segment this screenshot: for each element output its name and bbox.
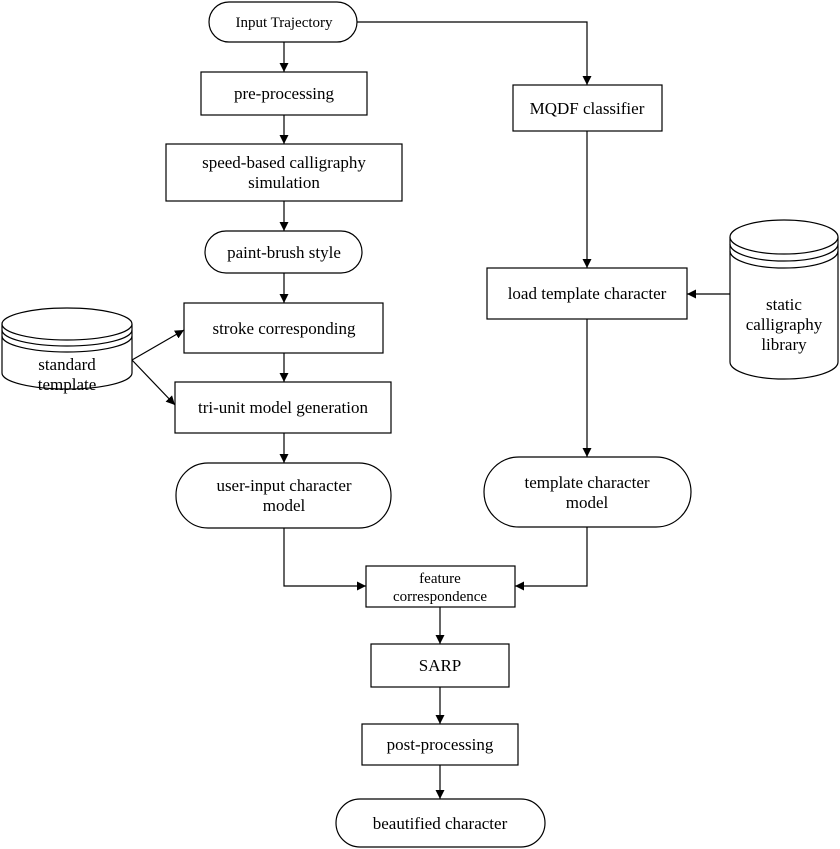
paint-brush-style-label: paint-brush style — [227, 243, 341, 262]
user-input-label-line1: user-input character — [216, 476, 351, 495]
tri-unit-model-label: tri-unit model generation — [198, 398, 368, 417]
node-pre-processing: pre-processing — [200, 71, 368, 116]
post-processing-label: post-processing — [387, 735, 494, 754]
node-input-trajectory: Input Trajectory — [208, 1, 358, 43]
feature-correspondence-label-line2: correspondence — [393, 589, 487, 605]
standard-template-label-line1: standard — [38, 355, 96, 374]
sarp-label: SARP — [419, 656, 462, 675]
node-stroke-corresponding: stroke corresponding — [183, 302, 384, 354]
static-library-label-line1: static — [766, 295, 802, 314]
template-model-label-line1: template character — [524, 473, 649, 492]
node-static-calligraphy-library: static calligraphy library — [729, 219, 839, 380]
node-sarp: SARP — [370, 643, 510, 688]
speed-based-label-line2: simulation — [248, 173, 320, 192]
static-library-label-line2: calligraphy — [746, 315, 823, 334]
feature-correspondence-label-line1: feature — [419, 571, 461, 587]
edges — [131, 21, 730, 799]
node-paint-brush-style: paint-brush style — [204, 230, 363, 274]
node-tri-unit-model-generation: tri-unit model generation — [174, 381, 392, 434]
node-mqdf-classifier: MQDF classifier — [512, 84, 663, 132]
beautified-character-label: beautified character — [373, 814, 508, 833]
node-load-template-character: load template character — [486, 267, 688, 320]
node-speed-based-simulation: speed-based calligraphy simulation — [165, 143, 403, 202]
input-trajectory-label: Input Trajectory — [235, 15, 333, 31]
node-feature-correspondence: feature correspondence — [365, 565, 516, 608]
edge-standard-to-triunit — [131, 359, 176, 406]
user-input-label-line2: model — [263, 496, 306, 515]
template-model-label-line2: model — [566, 493, 609, 512]
node-user-input-character-model: user-input character model — [175, 462, 392, 529]
node-beautified-character: beautified character — [335, 798, 546, 848]
stroke-corresponding-label: stroke corresponding — [212, 319, 356, 338]
edge-standard-to-stroke — [131, 329, 185, 361]
standard-template-label-line2: template — [38, 375, 97, 394]
edge-input-to-mqdf — [357, 21, 592, 85]
speed-based-label-line1: speed-based calligraphy — [202, 153, 366, 172]
node-post-processing: post-processing — [361, 723, 519, 766]
edge-userinput-to-feature — [283, 528, 366, 591]
mqdf-classifier-label: MQDF classifier — [530, 99, 645, 118]
load-template-label: load template character — [508, 284, 667, 303]
node-standard-template: standard template — [1, 307, 133, 394]
node-template-character-model: template character model — [483, 456, 692, 528]
pre-processing-label: pre-processing — [234, 84, 335, 103]
static-library-label-line3: library — [761, 335, 807, 354]
edge-templatemodel-to-feature — [515, 527, 588, 591]
